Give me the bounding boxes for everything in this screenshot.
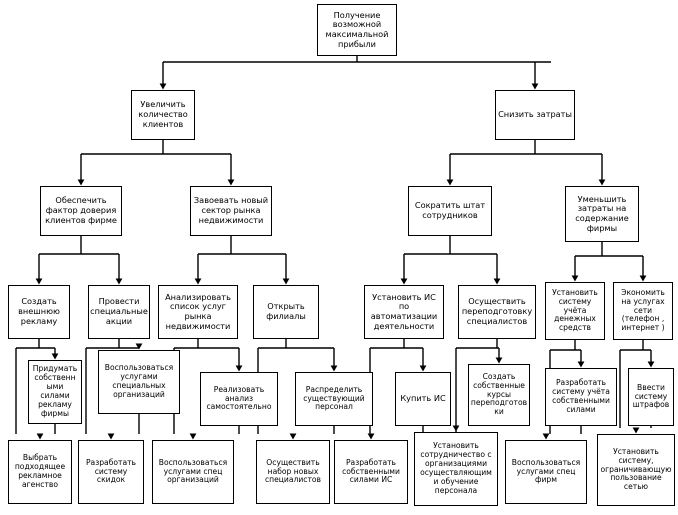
connector-lvl2-a <box>38 236 120 279</box>
arrowhead-n12 <box>493 278 501 285</box>
goal-box-n10: Открыть филиалы <box>253 285 319 339</box>
arrowhead-n4 <box>227 179 235 186</box>
arrowhead-n28 <box>452 425 460 432</box>
goal-box-n15: Придумать собственн ыми силами рекламу ф… <box>28 360 82 424</box>
arrowhead-n2 <box>531 83 539 90</box>
goal-box-n25: Воспользоваться услугами спец организаци… <box>152 440 234 504</box>
arrowhead-n9 <box>194 278 202 285</box>
goal-box-n13: Установить систему учёта денежных средст… <box>545 282 605 340</box>
arrowhead-n11 <box>400 278 408 285</box>
connector-lvl1-left-split <box>80 140 232 180</box>
arrowhead-n27 <box>367 433 375 440</box>
goal-box-n19: Купить ИС <box>395 372 451 426</box>
arrowhead-n18 <box>330 365 338 372</box>
connector-root-split <box>162 56 551 84</box>
goal-box-n12: Осуществить переподготовку специалистов <box>458 285 536 339</box>
connector-lvl2-d <box>574 242 644 276</box>
goal-box-n1: Увеличить количество клиентов <box>131 90 195 140</box>
arrowhead-n3 <box>77 179 85 186</box>
connector-lvl1-right-split <box>449 140 603 180</box>
goal-box-n0: Получение возможной максимальной прибыли <box>317 4 397 56</box>
goal-box-n29: Воспользоваться услугами спец фирм <box>505 440 587 504</box>
arrowhead-n20 <box>495 357 503 364</box>
arrowhead-n30 <box>632 427 640 434</box>
goal-box-n24: Разработать систему скидок <box>78 440 144 504</box>
goal-box-n11: Установить ИС по автоматизации деятельно… <box>364 285 444 339</box>
goal-box-n28: Установить сотрудничество с организациям… <box>414 432 498 506</box>
goal-box-n14: Экономить на услугах сети (телефон , инт… <box>613 282 673 340</box>
arrowhead-n17 <box>235 365 243 372</box>
arrowhead-n15 <box>51 353 59 360</box>
arrowhead-n6 <box>598 179 606 186</box>
goal-box-n9: Анализировать список услуг рынка недвижи… <box>158 285 238 339</box>
goal-box-n5: Сократить штат сотрудников <box>408 186 492 236</box>
goal-box-n22: Ввести систему штрафов <box>628 368 674 426</box>
goal-box-n30: Установить систему, ограничивающую польз… <box>597 434 675 506</box>
arrowhead-n8 <box>115 278 123 285</box>
arrowhead-n25 <box>189 433 197 440</box>
goal-box-n17: Реализовать анализ самостоятельно <box>200 372 278 426</box>
goal-box-n27: Разработать собственными силами ИС <box>334 440 408 504</box>
connector-lvl2-b <box>197 236 287 279</box>
arrowhead-n13 <box>571 275 579 282</box>
arrowhead-n21 <box>577 361 585 368</box>
arrowhead-n14 <box>639 275 647 282</box>
arrowhead-n23 <box>36 433 44 440</box>
arrowhead-n22 <box>647 361 655 368</box>
goal-box-n16: Воспользоваться услугами специальных орг… <box>98 350 180 414</box>
goal-box-n20: Создать собственные курсы переподготов к… <box>468 364 530 426</box>
goal-box-n6: Уменьшить затраты на содержание фирмы <box>565 186 639 242</box>
arrowhead-n19 <box>419 365 427 372</box>
goal-box-n23: Выбрать подходящее рекламное агенство <box>8 440 72 504</box>
goal-box-n26: Осуществить набор новых специалистов <box>256 440 330 504</box>
goal-box-n8: Провести специальные акции <box>88 285 150 339</box>
arrowhead-n16 <box>135 343 143 350</box>
arrowhead-n5 <box>446 179 454 186</box>
arrowhead-n10 <box>282 278 290 285</box>
arrowhead-n26 <box>289 433 297 440</box>
goal-box-n18: Распределить существующий персонал <box>295 372 373 426</box>
arrowhead-n24 <box>107 433 115 440</box>
goal-box-n2: Снизить затраты <box>495 90 575 140</box>
arrowhead-n7 <box>35 278 43 285</box>
goal-box-n21: Разработать систему учёта собственными с… <box>545 368 617 426</box>
connector-lvl2-c <box>403 236 498 279</box>
goal-box-n4: Завоевать новый сектор рынка недвижимост… <box>190 186 272 236</box>
arrowhead-n1 <box>159 83 167 90</box>
goal-box-n3: Обеспечить фактор доверия клиентов фирме <box>40 186 122 236</box>
goal-box-n7: Создать внешнюю рекламу <box>8 285 70 339</box>
arrowhead-n29 <box>542 433 550 440</box>
